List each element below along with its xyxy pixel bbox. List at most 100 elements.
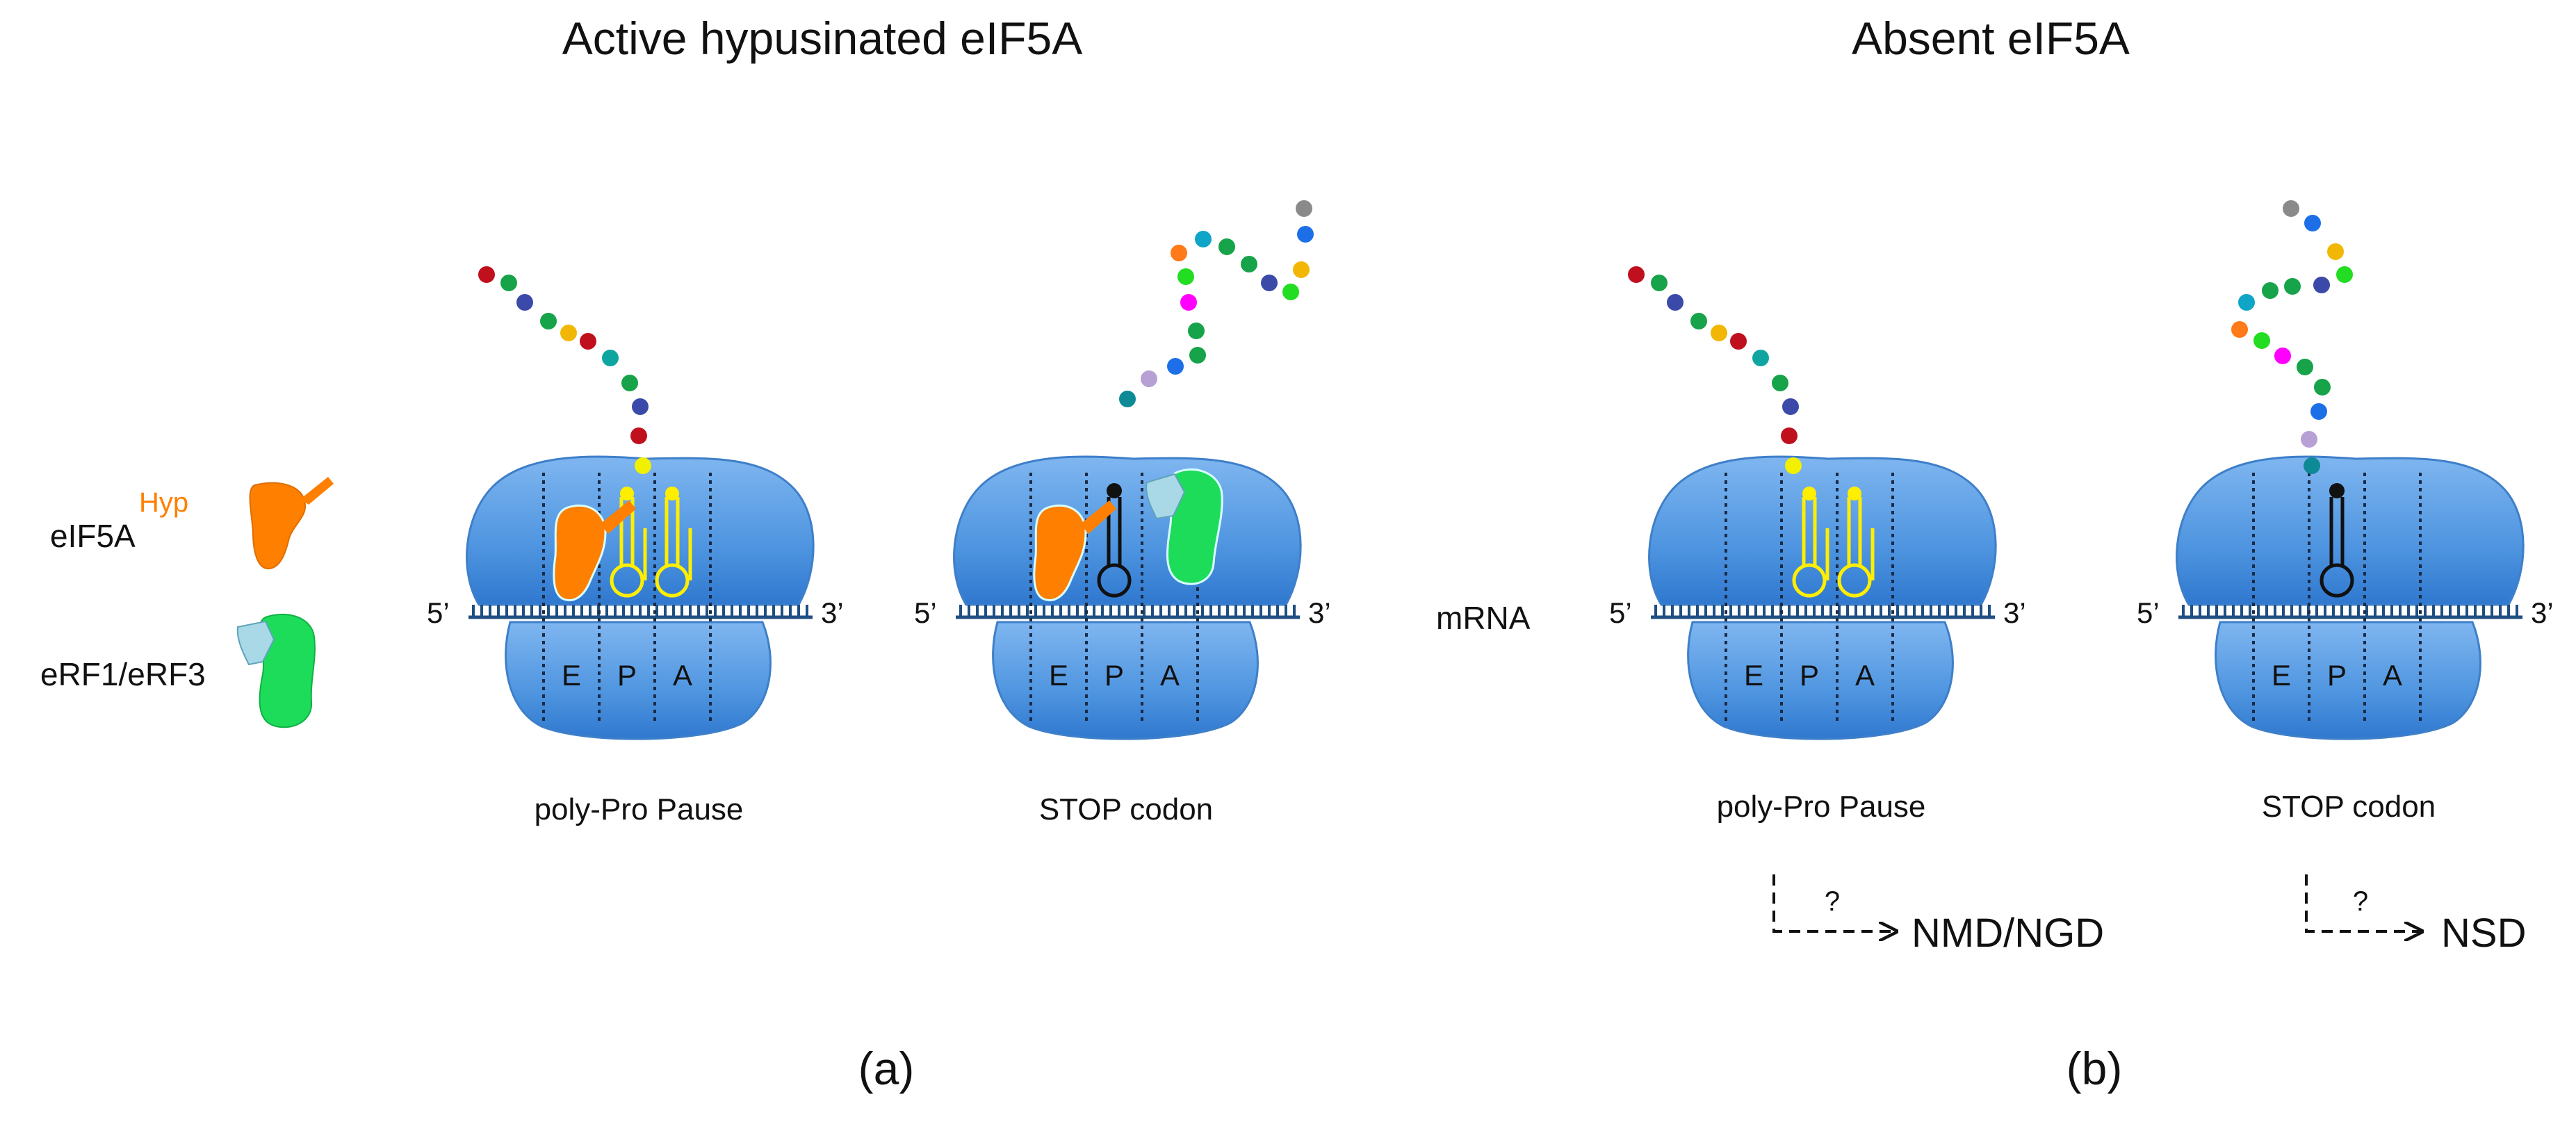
- small-subunit: [1687, 621, 1954, 740]
- small-subunit: [505, 621, 772, 740]
- caption-b1: poly-Pro Pause: [1717, 790, 1926, 824]
- site-a-label: A: [1160, 659, 1180, 692]
- amino-acid-bead: [1730, 333, 1747, 350]
- ribosome-panel-a1: 5’ 3’ E P A: [427, 455, 844, 740]
- amino-acid-bead: [2262, 282, 2279, 299]
- nascent-peptide-chain: [478, 266, 651, 474]
- trna-anticodon-loop: [1097, 563, 1132, 598]
- trna-peptidyl: [1097, 483, 1132, 598]
- amino-acid-bead: [1628, 266, 1645, 283]
- panel-tag-b: (b): [2066, 1043, 2123, 1094]
- trna-stem: [1802, 497, 1817, 566]
- amino-acid-bead: [635, 457, 651, 474]
- nascent-peptide-chain: [1119, 200, 1314, 407]
- amino-acid-bead: [1261, 275, 1278, 291]
- trna-peptidyl: [2320, 483, 2354, 598]
- amino-acid-bead: [2336, 266, 2353, 283]
- amino-acid-bead: [602, 350, 619, 366]
- amino-acid-bead: [1711, 325, 1727, 341]
- amino-acid-bead: [2274, 348, 2291, 364]
- site-a-label: A: [673, 659, 692, 692]
- trna-stem: [1847, 497, 1862, 566]
- site-p-label: P: [1104, 659, 1124, 692]
- amino-acid-bead: [2327, 243, 2344, 260]
- small-subunit: [2215, 621, 2481, 740]
- mrna-label: mRNA: [1436, 600, 1531, 636]
- trna-amino-acid: [1848, 487, 1861, 500]
- erf-complex-bound: [1146, 468, 1223, 585]
- amino-acid-bead: [2304, 457, 2320, 474]
- trna-amino-acid: [665, 487, 679, 500]
- trna-prolyl-1: [1792, 487, 1829, 598]
- amino-acid-bead: [516, 294, 533, 311]
- amino-acid-bead: [1782, 398, 1799, 415]
- trna-anticodon-loop: [1792, 563, 1827, 598]
- nascent-peptide-chain: [1628, 266, 1802, 474]
- mrna-strand: [2178, 605, 2522, 619]
- site-e-label: E: [2272, 659, 2291, 692]
- amino-acid-bead: [1667, 294, 1684, 311]
- outcome-b2: ? NSD: [2305, 874, 2526, 956]
- amino-acid-bead: [560, 325, 577, 341]
- amino-acid-bead: [1296, 200, 1312, 217]
- eif5a-icon: [249, 477, 334, 570]
- amino-acid-bead: [1772, 375, 1788, 391]
- large-subunit: [953, 455, 1302, 606]
- amino-acid-bead: [1752, 350, 1769, 366]
- site-a-label: A: [2383, 659, 2402, 692]
- amino-acid-bead: [1651, 275, 1668, 291]
- mrna-strand: [956, 605, 1300, 619]
- site-a-label: A: [1855, 659, 1875, 692]
- amino-acid-bead: [1141, 370, 1157, 387]
- mrna-strand: [1651, 605, 1995, 619]
- title-active: Active hypusinated eIF5A: [562, 13, 1082, 64]
- amino-acid-bead: [1119, 391, 1136, 407]
- legend-eif5a-label: eIF5A: [50, 518, 136, 554]
- amino-acid-bead: [2284, 278, 2301, 295]
- site-p-label: P: [617, 659, 637, 692]
- amino-acid-bead: [1297, 226, 1314, 243]
- five-prime-label: 5’: [427, 596, 450, 629]
- large-subunit: [1648, 455, 1997, 606]
- three-prime-label: 3’: [1308, 596, 1331, 629]
- legend-erf-label: eRF1/eRF3: [40, 656, 206, 692]
- amino-acid-bead: [1781, 427, 1798, 444]
- trna-amino-acid: [2329, 483, 2345, 498]
- three-prime-label: 3’: [2531, 596, 2554, 629]
- trna-amino-acid: [1107, 483, 1122, 498]
- three-prime-label: 3’: [821, 596, 844, 629]
- panel-tag-a: (a): [858, 1043, 915, 1094]
- amino-acid-bead: [1171, 245, 1187, 261]
- amino-acid-bead: [621, 375, 638, 391]
- trna-stem: [665, 497, 680, 566]
- amino-acid-bead: [2304, 215, 2321, 231]
- title-absent: Absent eIF5A: [1852, 13, 2130, 64]
- amino-acid-bead: [2301, 431, 2317, 448]
- amino-acid-bead: [1188, 323, 1205, 339]
- trna-stem: [2329, 497, 2345, 566]
- outcome-b2-label: NSD: [2441, 911, 2526, 956]
- erf1-body: [1146, 473, 1186, 520]
- outcome-b2-question: ?: [2353, 886, 2368, 917]
- amino-acid-bead: [1282, 284, 1299, 300]
- large-subunit: [2176, 455, 2525, 606]
- amino-acid-bead: [1177, 268, 1194, 285]
- site-p-label: P: [1800, 659, 1819, 692]
- amino-acid-bead: [1218, 238, 1235, 255]
- amino-acid-bead: [1180, 294, 1197, 311]
- amino-acid-bead: [1189, 347, 1206, 364]
- site-e-label: E: [562, 659, 581, 692]
- amino-acid-bead: [2310, 403, 2327, 420]
- amino-acid-bead: [2313, 277, 2330, 293]
- large-subunit: [466, 455, 815, 606]
- outcome-b2-arrow: [2305, 874, 2422, 931]
- outcome-b1-question: ?: [1825, 886, 1840, 917]
- amino-acid-bead: [2238, 294, 2255, 311]
- amino-acid-bead: [540, 313, 557, 329]
- amino-acid-bead: [1690, 313, 1707, 329]
- amino-acid-bead: [478, 266, 495, 283]
- trna-prolyl-2: [655, 487, 692, 598]
